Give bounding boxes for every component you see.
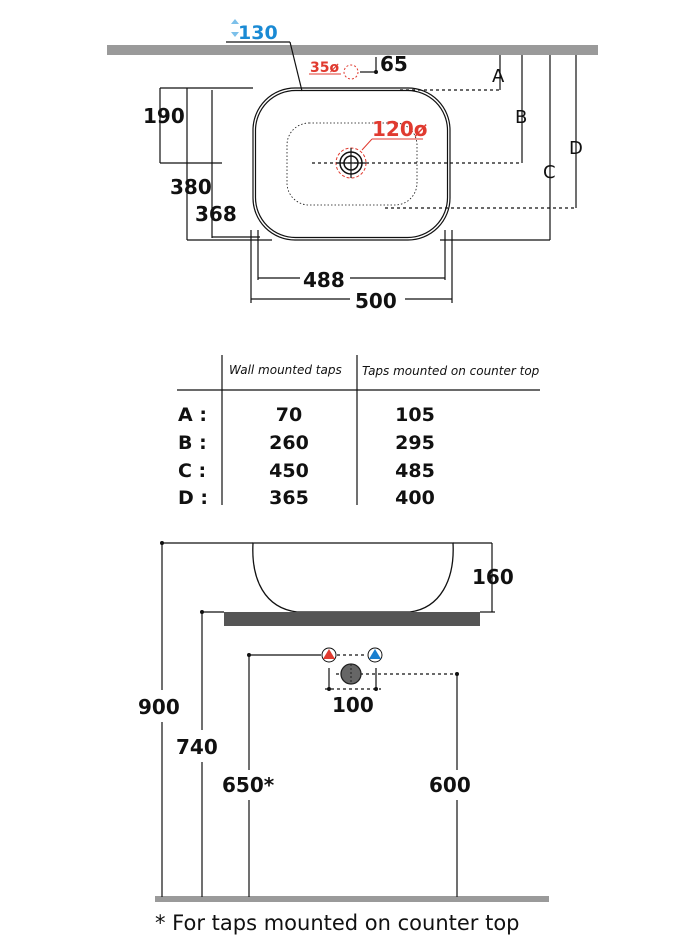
top-view: 130 35ø 65 120ø 190 380 36 [107,19,598,313]
dim-600-label: 600 [429,773,471,797]
svg-text:B :: B : [178,432,207,454]
dim-368-label: 368 [195,202,237,226]
dim-130-label: 130 [238,22,278,44]
dim-900-label: 900 [138,695,180,719]
table-row: A : 70 105 [178,404,435,426]
dim-500-label: 500 [355,289,397,313]
dim-488-label: 488 [303,268,345,292]
svg-text:A :: A : [178,404,207,426]
dim-35-label: 35ø [310,60,339,76]
table-header-wall: Wall mounted taps [229,363,342,377]
dim-190-label: 190 [143,104,185,128]
countertop [224,612,480,626]
dim-740-label: 740 [176,735,218,759]
label-c: C [543,162,556,183]
hot-tap-icon [321,647,337,663]
label-d: D [569,138,583,159]
svg-text:450: 450 [269,460,309,482]
dim-120-label: 120ø [372,117,428,141]
dimension-table: Wall mounted taps Taps mounted on counte… [177,355,540,509]
label-a: A [492,66,505,87]
svg-text:485: 485 [395,460,435,482]
svg-text:365: 365 [269,487,309,509]
wall-bar [107,45,598,55]
dim-650-label: 650* [222,773,275,797]
svg-text:295: 295 [395,432,435,454]
up-down-arrow-icon [231,19,239,37]
tap-hole-icon [343,64,359,80]
svg-text:105: 105 [395,404,435,426]
cold-tap-icon [367,647,383,663]
label-b: B [515,107,527,128]
svg-text:C :: C : [178,460,206,482]
dim-100-label: 100 [332,693,374,717]
svg-text:D :: D : [178,487,208,509]
svg-text:70: 70 [276,404,302,426]
basin-outline [252,87,451,241]
footnote: * For taps mounted on counter top [155,911,520,935]
basin-side-profile [252,542,454,613]
table-header-counter: Taps mounted on counter top [362,364,540,378]
dim-65-label: 65 [380,52,408,76]
table-row: D : 365 400 [178,487,435,509]
floor-bar [155,896,549,902]
svg-text:400: 400 [395,487,435,509]
side-view: 160 900 740 100 [138,541,549,902]
basin-bowl-outline [286,122,418,206]
table-row: B : 260 295 [178,432,435,454]
svg-text:260: 260 [269,432,309,454]
dim-380-label: 380 [170,175,212,199]
table-row: C : 450 485 [178,460,435,482]
dim-160-label: 160 [472,565,514,589]
